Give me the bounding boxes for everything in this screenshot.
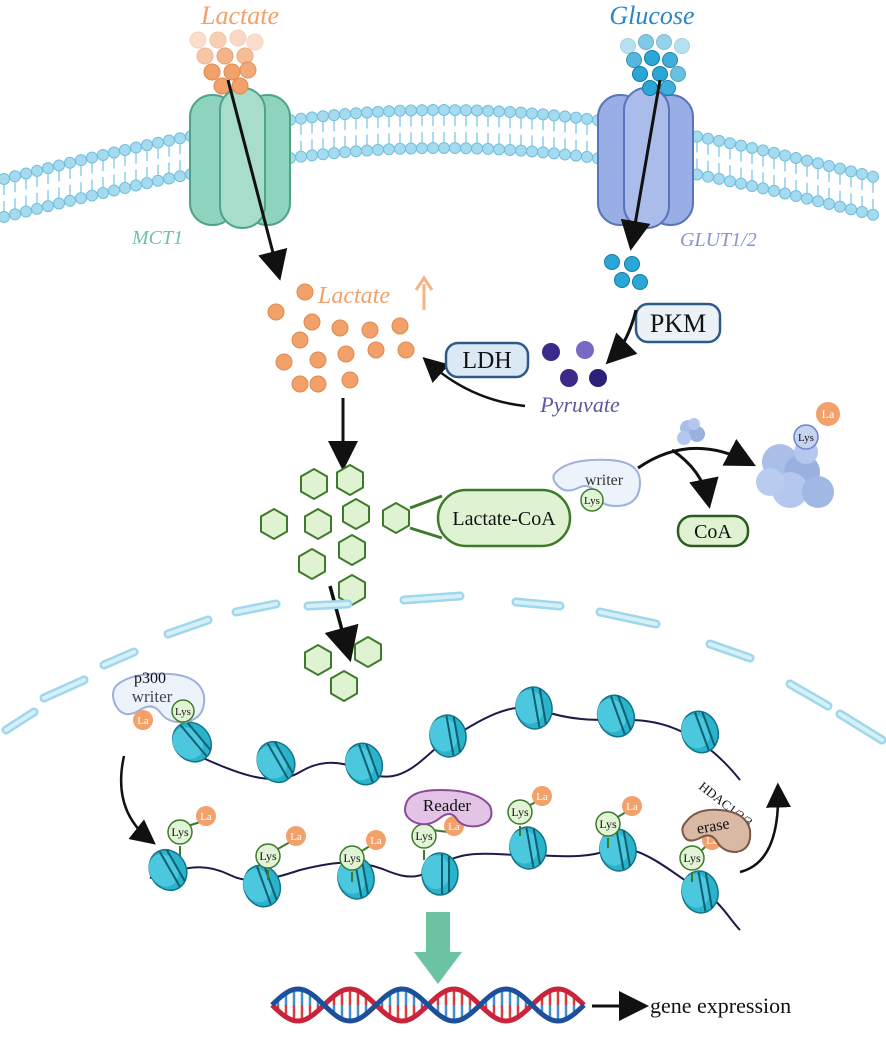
lactate-coa-complex: Lactate-CoA [409, 488, 572, 548]
glucose-import-arrow [620, 79, 662, 251]
writer-cyto-lys: Lys [584, 495, 600, 507]
p300-writer: p300 writer La Lys [112, 670, 206, 730]
la-marker-label: La [448, 821, 460, 833]
erase-curve-arrow [739, 782, 791, 874]
lys-marker-label: Lys [343, 851, 361, 865]
lactate-increase-arrow [414, 275, 434, 310]
glucose-molecules-inside [604, 254, 648, 290]
to-protein-arrow [637, 439, 756, 470]
glucose-molecules-outside [620, 34, 690, 96]
lactate-molecules-outside [189, 29, 264, 95]
nuclear-envelope [1, 591, 886, 745]
la-marker-label: La [626, 801, 638, 813]
reader-protein: Reader [404, 788, 493, 828]
lys-marker-label: Lys [683, 851, 701, 865]
protein-small-icon [677, 418, 705, 445]
writer-curve-arrow [119, 755, 156, 845]
lactate-outside-label: Lactate [200, 1, 279, 30]
lactylated-protein-icon: Lys La [756, 402, 840, 508]
nuclear-hexagons [304, 635, 382, 703]
lys-marker-label: Lys [259, 849, 277, 863]
ldh-label: LDH [462, 348, 511, 374]
p300-label: p300 [134, 670, 166, 687]
reader-label: Reader [423, 796, 471, 815]
coa-label: CoA [694, 521, 732, 543]
lactate-coa-label: Lactate-CoA [452, 508, 556, 530]
lactyl-coa-hexagons [260, 463, 410, 607]
lys-marker-label: Lys [511, 805, 529, 819]
lactate-inside-label: Lactate [317, 283, 390, 309]
writer-enzyme-cytoplasm: writer Lys [552, 458, 642, 512]
la-marker-label: La [370, 835, 382, 847]
writer-nuc-label: writer [132, 687, 173, 706]
erase-label: erase [696, 815, 731, 837]
pyruvate-label: Pyruvate [539, 392, 620, 417]
glucose-outside-label: Glucose [609, 1, 694, 30]
eraser-protein: erase [681, 808, 752, 854]
p300-la: La [137, 715, 149, 727]
pyruvate-molecules [542, 341, 607, 387]
la-marker-label: La [706, 835, 718, 847]
protein-la: La [822, 407, 835, 421]
coa-box: CoA [676, 514, 750, 548]
mct1-transporter [189, 87, 291, 229]
lys-marker-label: Lys [415, 829, 433, 843]
cell-membrane [0, 104, 879, 224]
p300-lys: Lys [175, 706, 191, 718]
ldh-arrow [422, 356, 526, 408]
nucleosomes [148, 686, 720, 914]
mct1-label: MCT1 [131, 227, 183, 249]
glut-label: GLUT1/2 [680, 229, 757, 251]
ldh-enzyme: LDH [444, 341, 530, 379]
protein-lys: Lys [798, 432, 814, 444]
pkm-arrow [605, 309, 638, 365]
to-coa-arrow [671, 448, 719, 509]
coa-to-nucleus-arrow [324, 585, 359, 663]
lys-marker-label: Lys [599, 817, 617, 831]
lactate-molecules-inside [267, 283, 415, 393]
la-marker-label: La [290, 831, 302, 843]
pkm-enzyme: PKM [634, 302, 722, 344]
lactate-import-arrow [226, 79, 288, 281]
writer-cyto-label: writer [585, 472, 624, 489]
gene-expression-label: gene expression [650, 993, 791, 1018]
la-marker-label: La [536, 791, 548, 803]
lys-marker-label: Lys [171, 825, 189, 839]
la-marker-label: La [200, 811, 212, 823]
transcription-arrow [414, 912, 462, 984]
dna-helix [270, 986, 586, 1024]
pkm-label: PKM [650, 309, 706, 338]
